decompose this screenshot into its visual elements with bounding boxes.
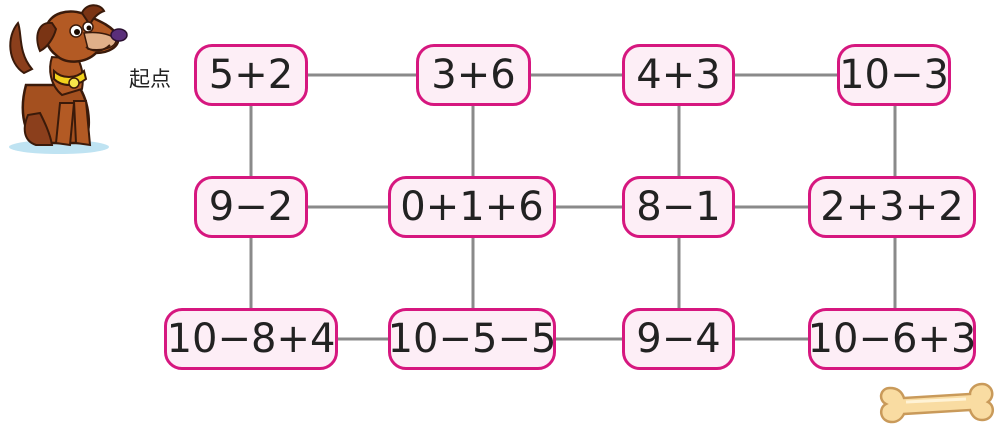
expression-box[interactable]: 10−5−5	[388, 308, 556, 370]
expression-box[interactable]: 9−4	[622, 308, 735, 370]
expression-box[interactable]: 5+2	[194, 44, 308, 106]
expression-box[interactable]: 0+1+6	[388, 176, 556, 238]
start-label: 起点	[129, 67, 171, 91]
expression-box[interactable]: 3+6	[416, 44, 531, 106]
bone-icon	[879, 382, 995, 424]
expression-box[interactable]: 10−6+3	[808, 308, 976, 370]
expression-box[interactable]: 10−3	[837, 44, 951, 106]
expression-box[interactable]: 9−2	[194, 176, 308, 238]
expression-box[interactable]: 8−1	[622, 176, 735, 238]
dog-icon	[9, 4, 128, 154]
expression-box[interactable]: 2+3+2	[808, 176, 976, 238]
expression-box[interactable]: 10−8+4	[164, 308, 338, 370]
expression-box[interactable]: 4+3	[622, 44, 735, 106]
